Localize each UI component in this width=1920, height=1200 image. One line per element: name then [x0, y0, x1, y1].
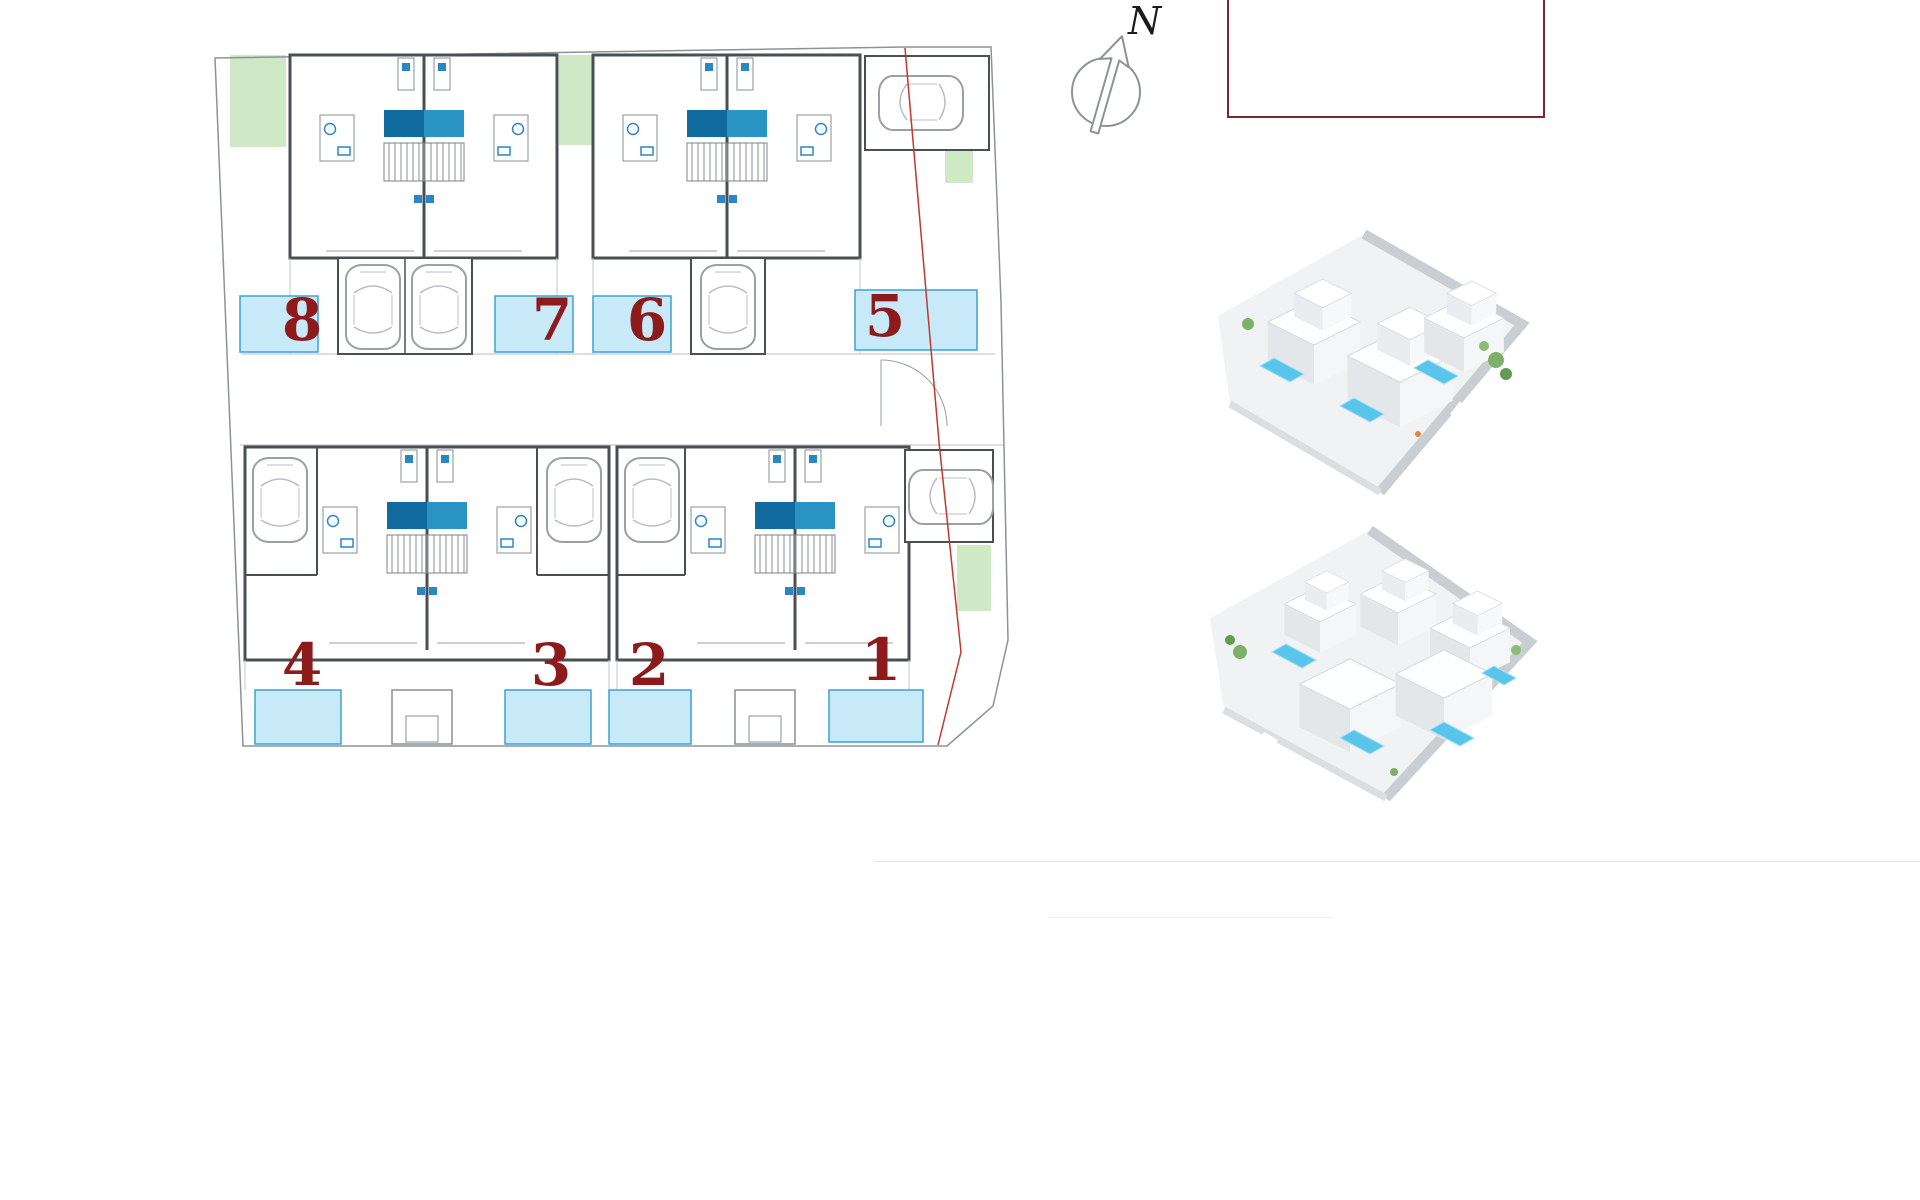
garage-unit-1 [904, 449, 994, 543]
car-icon [700, 264, 756, 350]
pool-unit-5 [854, 289, 978, 351]
aerial-render-bottom [1210, 525, 1538, 802]
site-plan: 8 7 6 5 [214, 46, 1009, 747]
render-street-2 [1228, 400, 1382, 496]
pool-unit-8 [239, 295, 319, 353]
pool-unit-7 [494, 295, 574, 353]
building-pair-6-5 [591, 53, 862, 260]
porch-box-right [734, 689, 796, 745]
gate-arc [880, 359, 948, 427]
crosswalk [1252, 732, 1278, 760]
corner-frame [1227, 0, 1545, 118]
garden-strip-left [230, 55, 286, 147]
unit-label-3: 3 [531, 631, 571, 699]
building-pair-4-3 [243, 445, 611, 662]
car-icon [546, 457, 602, 543]
building-pair-8-7 [288, 53, 559, 260]
villa-block [1266, 278, 1505, 428]
villa-block [1283, 558, 1511, 753]
car-icon [878, 75, 964, 131]
plot-boundary [214, 46, 1009, 747]
unit-label-2: 2 [629, 631, 669, 699]
garage-pair-8-7 [337, 257, 473, 355]
pool-unit-4 [254, 689, 342, 745]
compass: N [1071, 2, 1163, 135]
unit-label-5: 5 [865, 282, 905, 350]
garage-unit-5 [864, 55, 990, 151]
render-street [1361, 229, 1530, 496]
porch-box-left [391, 689, 453, 745]
unit-label-8: 8 [282, 286, 322, 354]
render-trees [1242, 318, 1512, 437]
garden-strip-right-bottom [957, 545, 991, 611]
pool-unit-2 [608, 689, 692, 745]
render-trees [1225, 635, 1521, 776]
pool-unit-6 [592, 295, 672, 353]
north-arrow-icon [1089, 35, 1130, 135]
aerial-render-top [1218, 229, 1530, 496]
unit-label-4: 4 [282, 631, 322, 699]
divider-line-2 [1048, 917, 1334, 918]
render-pools [1270, 643, 1518, 755]
crosswalk [1450, 401, 1486, 434]
render-ground [1210, 530, 1530, 798]
unit-label-6: 6 [627, 286, 667, 354]
car-icon [624, 457, 680, 543]
pool-unit-1 [828, 689, 924, 743]
car-icon [411, 264, 467, 350]
car-icon [345, 264, 401, 350]
render-street-2 [1222, 706, 1388, 802]
render-street [1367, 525, 1538, 802]
divider-line [875, 861, 1920, 862]
building-pair-2-1 [615, 445, 911, 662]
terrace-lines-bottom [244, 660, 910, 690]
unit-label-1: 1 [861, 626, 901, 694]
car-icon [252, 457, 308, 543]
garage-unit-6 [690, 257, 766, 355]
red-boundary-line [904, 47, 962, 746]
car-icon [908, 469, 994, 525]
compass-n-label: N [1127, 2, 1163, 43]
pool-unit-3 [504, 689, 592, 745]
unit-label-7: 7 [532, 286, 572, 354]
render-pools [1258, 357, 1460, 423]
